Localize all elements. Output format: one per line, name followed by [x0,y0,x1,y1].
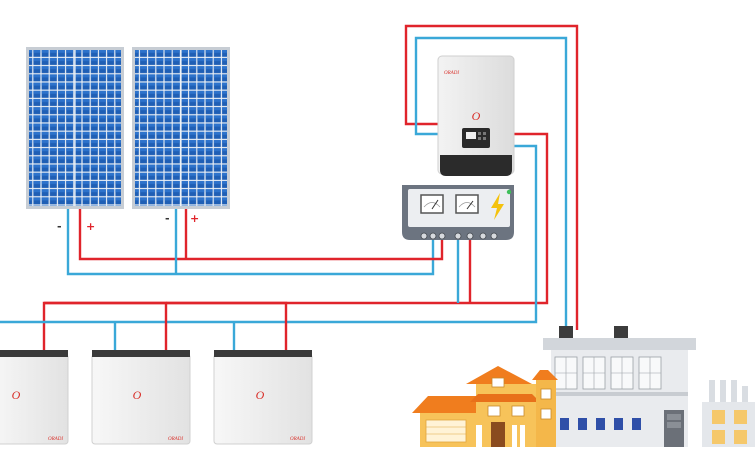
battery-1: O ORADI [0,350,69,445]
battery2-logo: O [133,388,142,402]
inverter-logo: O [472,109,481,123]
battery-2: O ORADI [91,350,191,445]
wire-panel1-pos [78,208,444,261]
lightning-bolt-icon [491,193,504,220]
ammeter-gauge [455,194,479,214]
controller-terminals [420,232,498,240]
solar-panel-1: - + [26,47,124,233]
wire-inverter-to-bus-red [42,132,549,354]
factory-junction-right [614,326,628,338]
wire-inverter-loop-blue [414,36,568,330]
voltmeter-gauge [420,194,444,214]
inverter-brand: ORADI [444,71,459,76]
inverter-control-panel [462,128,490,148]
wire-inverter-loop-red [404,24,579,330]
wire-battery3-red [166,301,288,354]
panel2-pos-symbol: + [190,212,199,225]
factory-junction-left [559,326,573,338]
battery3-logo: O [256,388,265,402]
factory-building [543,326,755,447]
inverter: ORADI O [437,55,515,176]
house [412,366,558,447]
battery3-brand: ORADI [290,437,305,442]
wiring [0,24,579,354]
battery1-logo: O [12,388,21,402]
battery2-brand: ORADI [168,437,183,442]
panel1-pos-symbol: + [86,220,95,233]
panel1-neg-symbol: - [57,220,62,233]
wire-battery2-red [44,301,168,354]
wire-panel1-neg [66,208,435,276]
battery-3: O ORADI [213,350,313,445]
wire-inverter-to-bus-blue [0,144,538,324]
status-led-icon [506,189,512,195]
solar-panel-2: - + [132,47,230,225]
charge-controller [402,185,514,240]
battery1-brand: ORADI [48,437,63,442]
panel2-neg-symbol: - [165,212,170,225]
